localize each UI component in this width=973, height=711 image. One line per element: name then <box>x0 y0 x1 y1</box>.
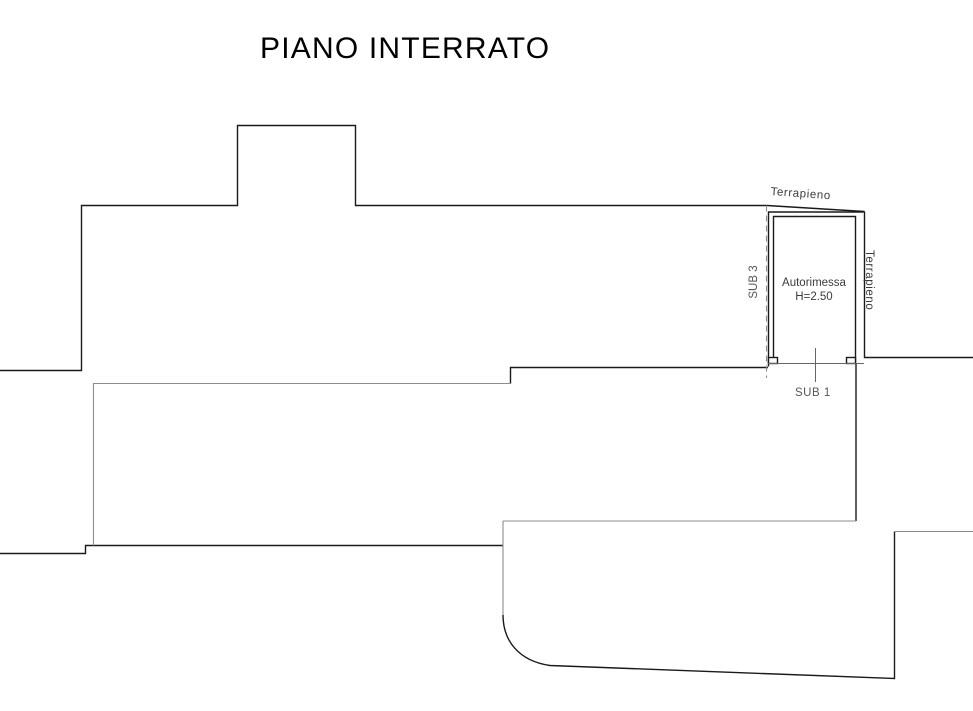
sub1-label: SUB 1 <box>795 387 831 399</box>
terrapieno-boundary-line <box>766 204 865 213</box>
garage-door-jamb-right <box>845 356 857 365</box>
upper-boundary-outline <box>0 124 767 372</box>
boundary-lines-dark <box>0 124 973 680</box>
rounded-corner-boundary <box>502 531 896 680</box>
right-boundary-outline <box>863 211 973 359</box>
mid-boundary-line <box>509 366 768 384</box>
garage-wall-outer <box>767 211 864 367</box>
boundary-lines-light <box>92 382 973 615</box>
garage-door-jamb-left <box>767 356 779 365</box>
garage-room-label: Autorimessa H=2.50 <box>769 276 859 304</box>
garage-wall-inner <box>772 215 857 364</box>
sub3-label: SUB 3 <box>748 265 760 299</box>
inner-area-outline <box>92 382 511 546</box>
garage-room-height: H=2.50 <box>795 291 833 303</box>
terrapieno-right-label: Terrapieno <box>863 250 875 311</box>
page-title: PIANO INTERRATO <box>260 32 551 65</box>
garage-room-name: Autorimessa <box>782 277 846 289</box>
lower-boundary-line <box>0 544 503 555</box>
